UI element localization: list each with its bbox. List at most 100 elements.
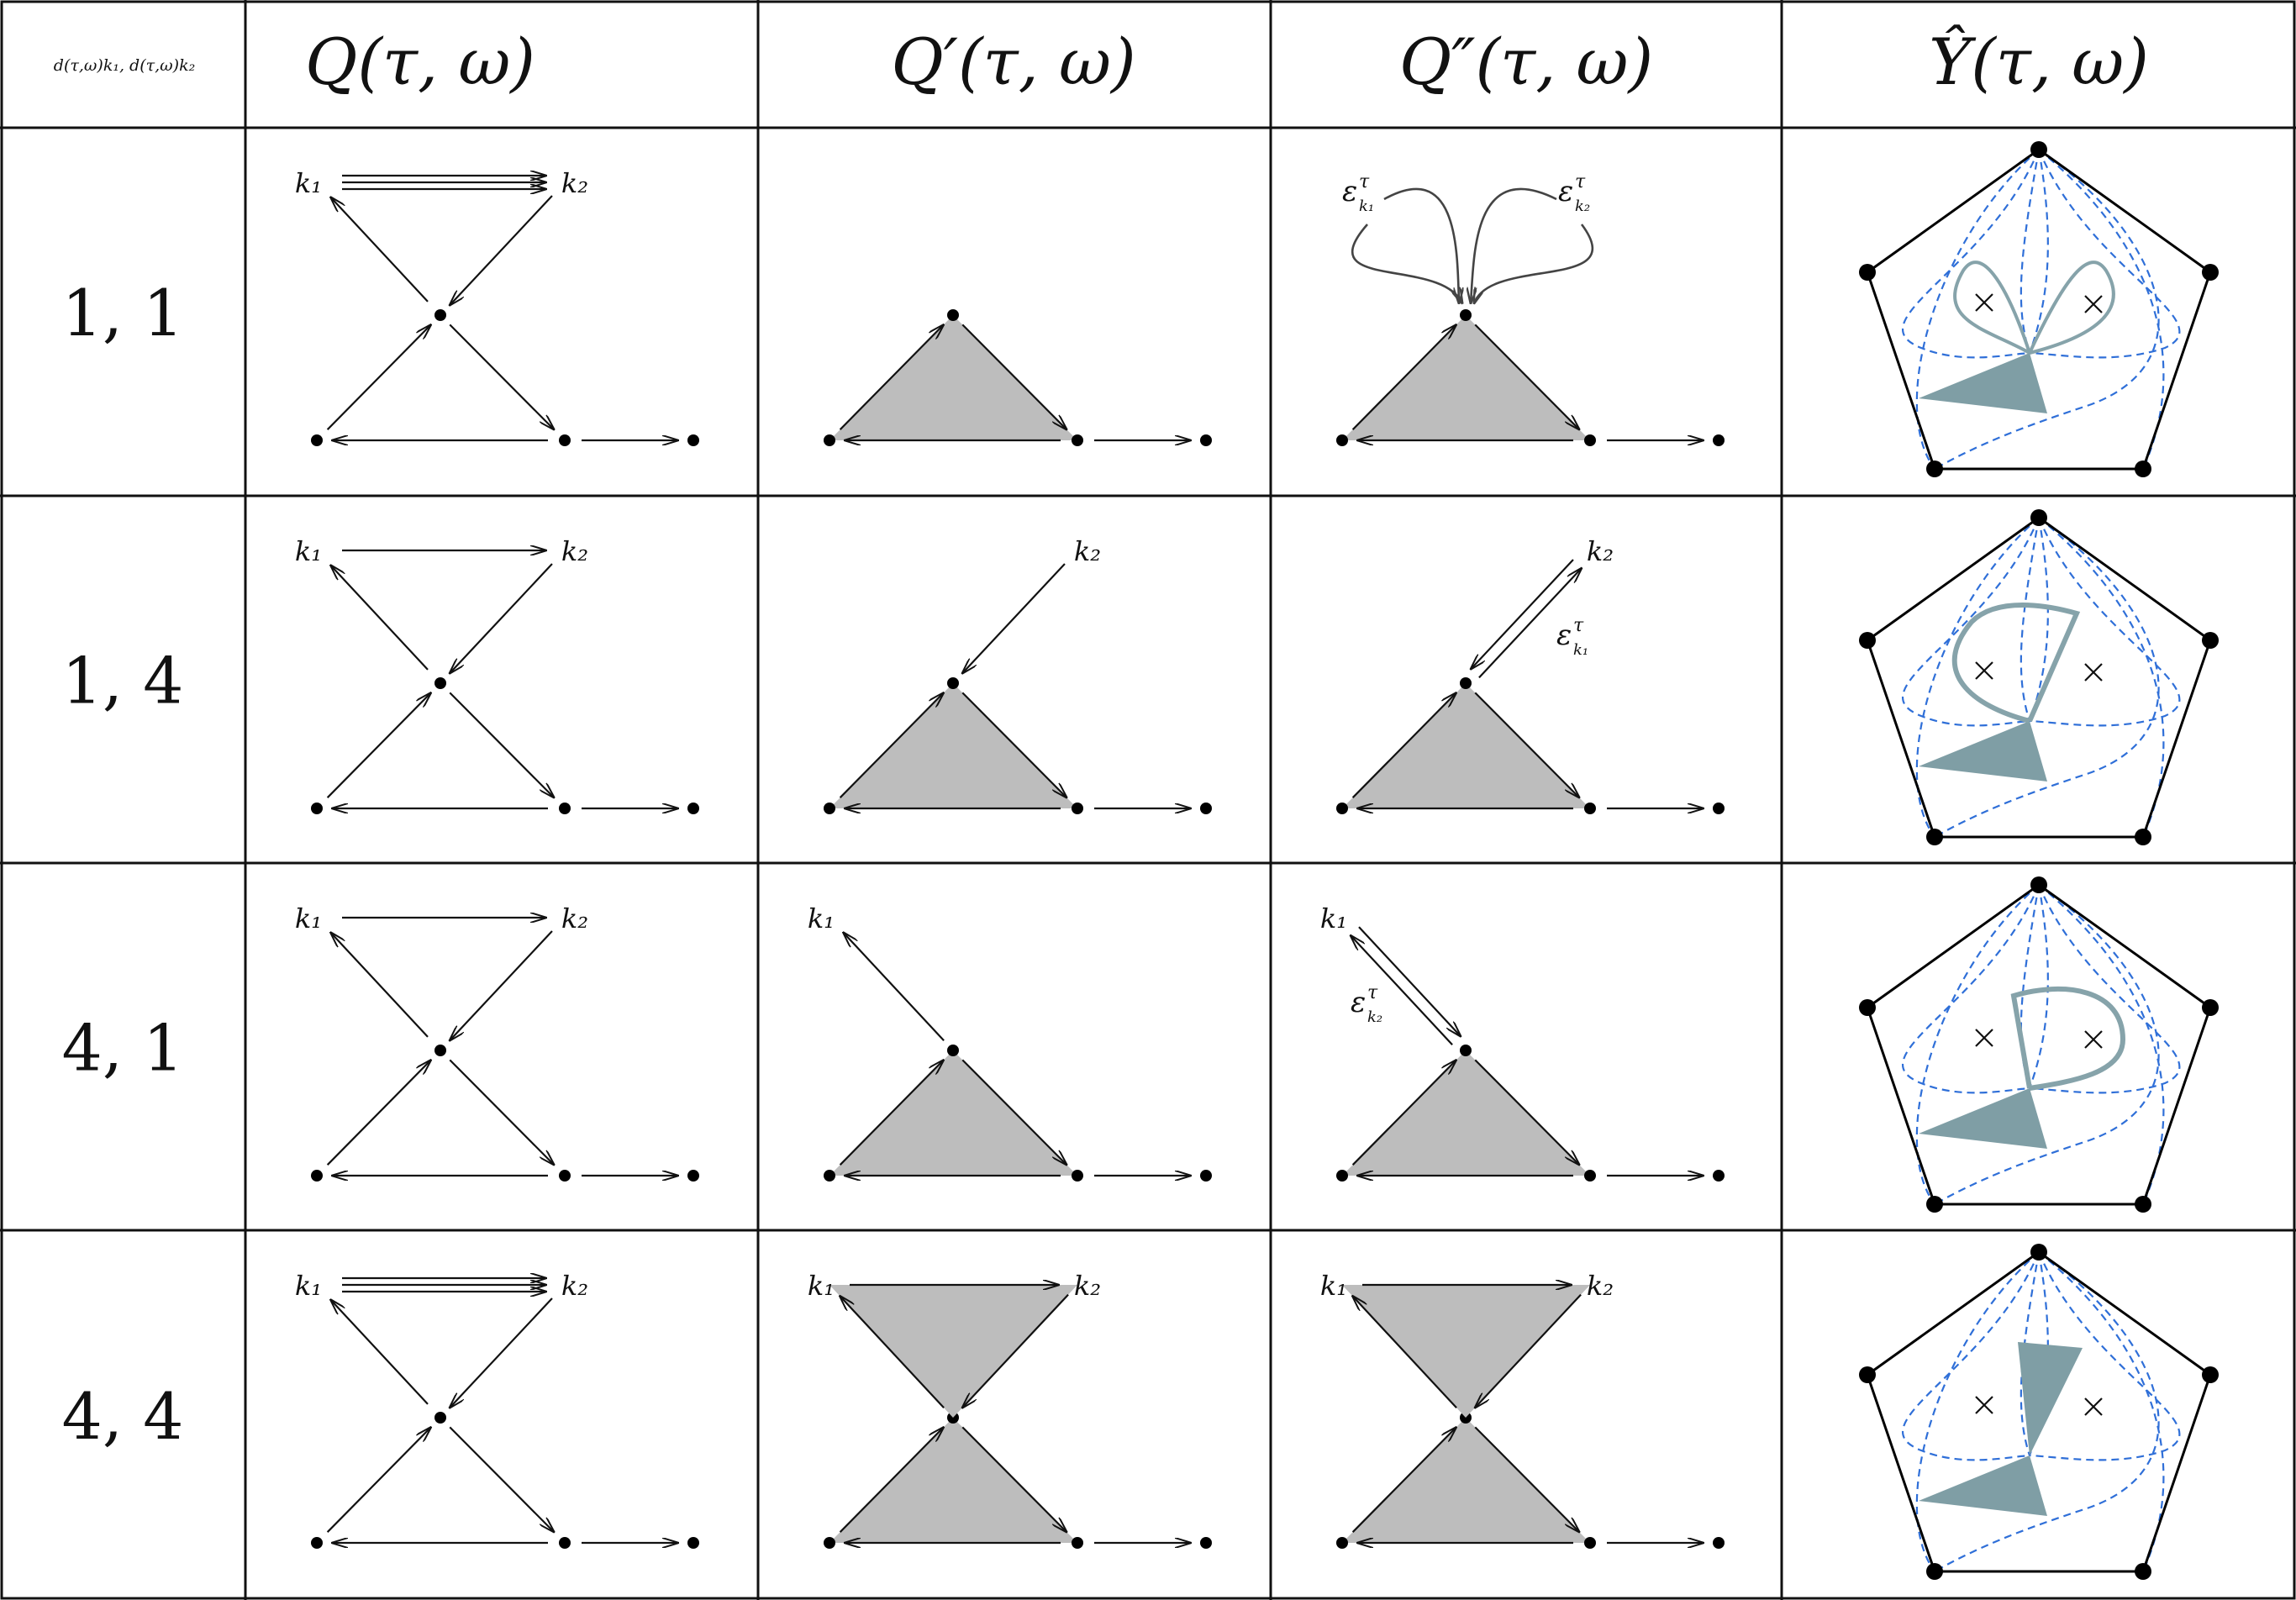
dashed-arc xyxy=(2029,884,2181,1094)
marked-point xyxy=(2135,461,2151,477)
vertex-label-k2: k₂ xyxy=(561,535,588,567)
epsilon-superscript: τ xyxy=(1359,171,1370,192)
vertex-dot xyxy=(1584,1537,1596,1549)
marked-point xyxy=(2030,1244,2047,1261)
vertex-dot xyxy=(434,1412,446,1424)
vertex-dot xyxy=(1713,803,1725,814)
arrow-c-br xyxy=(1474,692,1579,797)
marked-point xyxy=(2135,1196,2151,1213)
vertex-label-k2: k₂ xyxy=(1587,1270,1614,1302)
dashed-arc xyxy=(1934,1251,2160,1572)
arrow-c-br xyxy=(449,1059,554,1165)
vertex-label-k2: k₂ xyxy=(561,1270,588,1302)
epsilon-k1-curve xyxy=(1351,224,1462,303)
vertex-label-k1: k₁ xyxy=(295,903,322,934)
vertex-dot xyxy=(687,803,699,814)
vertex-dot xyxy=(687,1170,699,1182)
dashed-arc xyxy=(1934,517,2160,838)
arrow-c-br xyxy=(449,1426,554,1532)
shaded-wedge xyxy=(1919,1088,2047,1149)
dashed-arc xyxy=(2020,884,2041,1089)
cell-y-hat xyxy=(1859,509,2219,845)
dashed-arc xyxy=(2038,517,2165,838)
cell-y-hat xyxy=(1859,141,2219,477)
shaded-triangle xyxy=(1342,1050,1590,1176)
arrow-c-k1 xyxy=(1351,935,1453,1046)
shaded-triangle xyxy=(1342,1418,1590,1543)
dashed-arc xyxy=(2038,149,2165,470)
arrow-bl-c xyxy=(1351,324,1456,430)
vertex-dot xyxy=(1336,1537,1348,1549)
vertex-dot xyxy=(1336,1170,1348,1182)
arrow-c-br xyxy=(961,692,1066,797)
table-header: d(τ,ω)k₁, d(τ,ω)k₂ Q(τ, ω) Q′(τ, ω) Q″(τ… xyxy=(54,24,2149,99)
cell-q: k₁ k₂ xyxy=(295,903,699,1182)
marked-point xyxy=(1859,999,1876,1016)
vertex-dot xyxy=(1200,803,1212,814)
vertex-dot xyxy=(824,1537,835,1549)
dashed-arc xyxy=(2020,149,2041,354)
shaded-wedge-upper xyxy=(2018,1342,2083,1455)
cell-y-hat xyxy=(1859,876,2219,1213)
vertex-dot xyxy=(1713,1170,1725,1182)
vertex-label-k2: k₂ xyxy=(561,167,588,199)
loop-arc-k2 xyxy=(2028,261,2115,355)
marked-point xyxy=(1926,461,1943,477)
vertex-dot xyxy=(559,1537,571,1549)
vertex-label-k1: k₁ xyxy=(1320,1270,1347,1302)
vertex-dot xyxy=(687,434,699,446)
puncture-mark xyxy=(2084,1030,2103,1049)
marked-point xyxy=(1859,1366,1876,1383)
pentagon xyxy=(1866,516,2212,839)
marked-point xyxy=(2202,1366,2219,1383)
vertex-label-k1: k₁ xyxy=(295,1270,322,1302)
epsilon-symbol: ε xyxy=(1342,175,1357,208)
arrow-bl-c xyxy=(839,692,944,798)
header-y-hat: Ŷ(τ, ω) xyxy=(1929,24,2149,99)
vertex-dot xyxy=(1460,677,1472,689)
marked-point xyxy=(2030,509,2047,526)
shaded-wedge xyxy=(1919,721,2047,782)
vertex-dot xyxy=(559,434,571,446)
dashed-arc xyxy=(1901,1251,2041,1461)
dashed-arc xyxy=(1901,149,2041,359)
vertex-dot xyxy=(559,1170,571,1182)
epsilon-superscript: τ xyxy=(1367,982,1378,1003)
arrow-bl-c xyxy=(1351,692,1456,798)
marked-point xyxy=(1859,264,1876,281)
arrow-c-k1 xyxy=(330,566,429,671)
shaded-triangle xyxy=(829,315,1077,440)
header-q: Q(τ, ω) xyxy=(305,24,535,99)
vertex-dot xyxy=(1072,1170,1083,1182)
vertex-dot xyxy=(1072,803,1083,814)
marked-point xyxy=(2202,264,2219,281)
dashed-arc xyxy=(2020,517,2041,722)
epsilon-symbol: ε xyxy=(1558,175,1573,208)
row-label: 1, 4 xyxy=(61,644,183,718)
arrow-bl-c xyxy=(839,324,944,430)
marked-point xyxy=(2030,141,2047,158)
arrow-c-br xyxy=(449,692,554,797)
marked-point xyxy=(2030,876,2047,893)
arrow-bl-c xyxy=(326,1060,431,1166)
vertex-label-k1: k₁ xyxy=(295,167,322,199)
arrow-k2-c xyxy=(450,195,553,305)
vertex-dot xyxy=(311,803,323,814)
vertex-dot xyxy=(1336,434,1348,446)
vertex-label-k2: k₂ xyxy=(561,903,588,934)
dashed-arc xyxy=(1934,149,2160,470)
shaded-triangle xyxy=(829,683,1077,808)
arrow-c-br xyxy=(1474,1426,1579,1532)
vertex-dot xyxy=(1200,1537,1212,1549)
vertex-label-k1: k₁ xyxy=(295,535,322,567)
epsilon-subscript: k₂ xyxy=(1367,1008,1382,1026)
marked-point xyxy=(1926,829,1943,845)
vertex-label-k2: k₂ xyxy=(1074,1270,1101,1302)
vertex-dot xyxy=(1336,803,1348,814)
header-q-double-prime: Q″(τ, ω) xyxy=(1399,24,1653,99)
